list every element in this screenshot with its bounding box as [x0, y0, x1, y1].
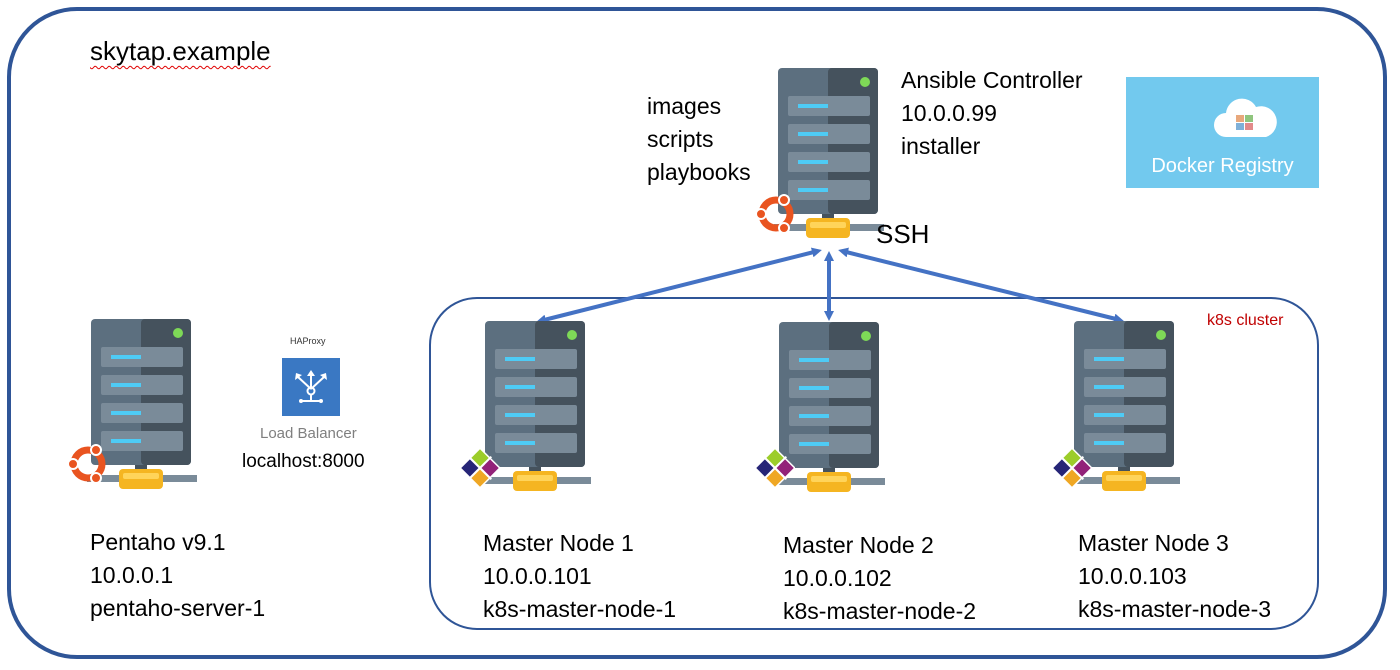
load-balancer-label: Load Balancer	[260, 425, 357, 442]
controller-ip: 10.0.0.99	[901, 100, 997, 126]
pentaho-label: Pentaho v9.1 10.0.0.1 pentaho-server-1	[90, 526, 265, 625]
load-balancer-address: localhost:8000	[242, 451, 365, 472]
pentaho-ip: 10.0.0.1	[90, 562, 174, 588]
ssh-arrow-node-3	[838, 247, 1124, 324]
centos-icon	[1052, 448, 1092, 488]
master-node-1-label: Master Node 1 10.0.0.101 k8s-master-node…	[483, 527, 676, 626]
master-node-3-hostname: k8s-master-node-3	[1078, 596, 1272, 622]
environment-title: skytap.example	[90, 36, 271, 66]
asset-scripts: scripts	[647, 126, 714, 152]
pentaho-name: Pentaho v9.1	[90, 529, 226, 555]
asset-images: images	[647, 93, 722, 119]
master-node-2-label: Master Node 2 10.0.0.102 k8s-master-node…	[783, 529, 976, 628]
haproxy-label: HAProxy	[290, 336, 326, 346]
master-node-2-ip: 10.0.0.102	[783, 565, 892, 591]
pentaho-hostname: pentaho-server-1	[90, 595, 266, 621]
controller-label: Ansible Controller 10.0.0.99 installer	[901, 64, 1083, 163]
ssh-label: SSH	[876, 219, 930, 249]
master-node-2-name: Master Node 2	[783, 532, 934, 558]
ubuntu-icon	[64, 440, 112, 488]
load-balancer-icon	[282, 358, 340, 416]
ubuntu-icon	[752, 190, 800, 238]
master-node-3-ip: 10.0.0.103	[1078, 563, 1187, 589]
asset-playbooks: playbooks	[647, 159, 751, 185]
environment-frame	[7, 7, 1387, 659]
centos-icon	[755, 448, 795, 488]
master-node-1-ip: 10.0.0.101	[483, 563, 592, 589]
docker-registry: Docker Registry	[1126, 77, 1319, 188]
controller-name: Ansible Controller	[901, 67, 1083, 93]
cloud-registry-icon	[1214, 98, 1277, 137]
registry-label: Docker Registry	[1151, 155, 1294, 177]
master-node-1-name: Master Node 1	[483, 530, 634, 556]
centos-icon	[460, 448, 500, 488]
cluster-label: k8s cluster	[1207, 312, 1284, 329]
controller-assets: images scripts playbooks	[647, 90, 751, 189]
controller-role: installer	[901, 133, 981, 159]
master-node-2-hostname: k8s-master-node-2	[783, 598, 977, 624]
master-node-3-label: Master Node 3 10.0.0.103 k8s-master-node…	[1078, 527, 1271, 626]
master-node-3-name: Master Node 3	[1078, 530, 1229, 556]
master-node-1-hostname: k8s-master-node-1	[483, 596, 677, 622]
ssh-arrow-node-1	[536, 247, 822, 325]
